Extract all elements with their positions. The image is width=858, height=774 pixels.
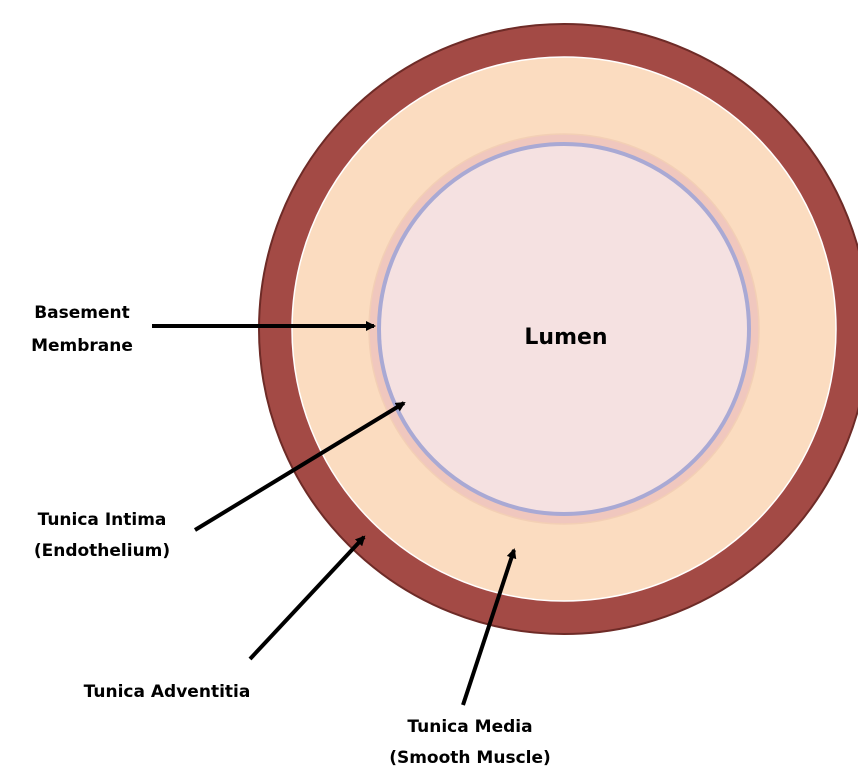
tunica-media-label-line1: Tunica Media [407,717,532,737]
tunica-adventitia-label: Tunica Adventitia [84,682,251,702]
tunica-adventitia-arrow [250,537,364,659]
basement-membrane-label-line1: Basement [34,303,130,323]
tunica-intima-label-line2: (Endothelium) [34,541,170,561]
lumen-label: Lumen [524,325,607,350]
tunica-media-label-line2: (Smooth Muscle) [389,748,551,768]
tunica-intima-label-line1: Tunica Intima [38,510,167,530]
basement-membrane-label-line2: Membrane [31,336,133,356]
